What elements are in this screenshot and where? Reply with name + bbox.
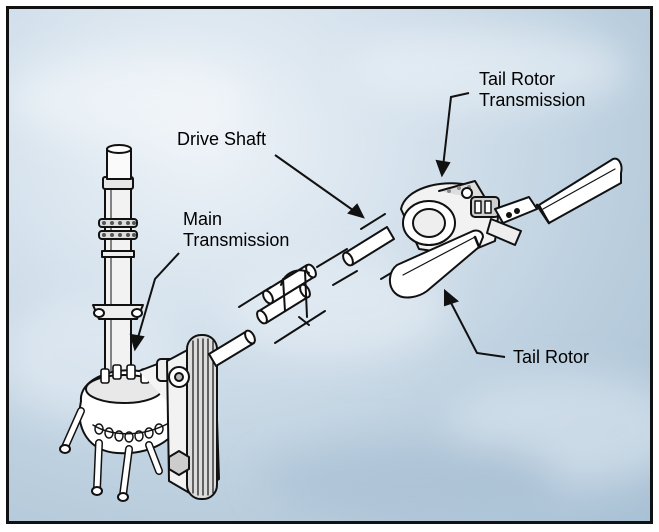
drive-shaft (208, 226, 395, 367)
diagram-frame: Drive Shaft Tail Rotor Transmission Main… (6, 6, 653, 524)
helicopter-drive-train-illustration (9, 29, 650, 519)
rotor-mast (92, 144, 144, 400)
belt-drive-housing (166, 334, 220, 500)
main-transmission-label: Main Transmission (183, 209, 290, 250)
tail-rotor-label: Tail Rotor (513, 347, 590, 367)
sky-clouds (9, 29, 650, 519)
tail-rotor-blades (389, 157, 623, 299)
leader-lines (129, 92, 506, 358)
tail-rotor-transmission-label: Tail Rotor Transmission (479, 69, 586, 110)
drive-shaft-label: Drive Shaft (177, 129, 267, 149)
